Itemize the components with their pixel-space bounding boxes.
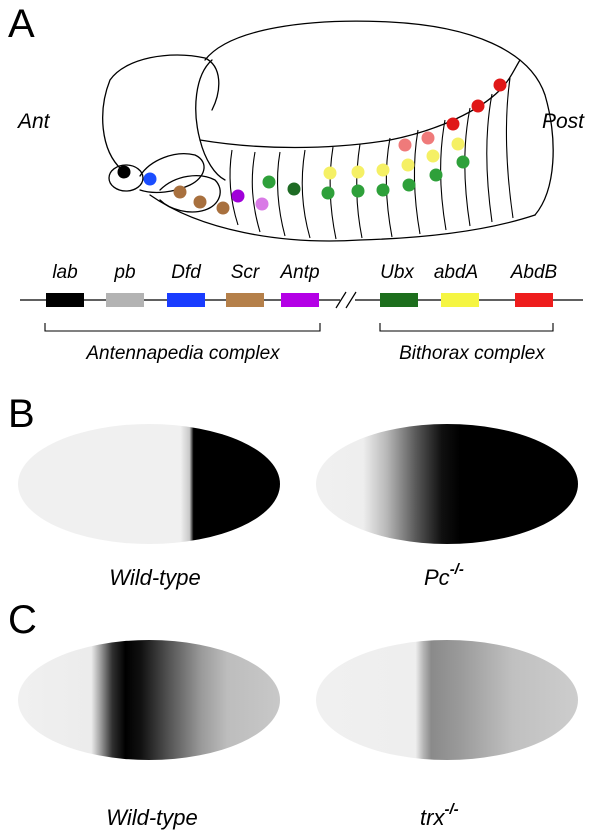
dot-antp — [231, 189, 245, 203]
dot-green — [262, 175, 276, 189]
dot-green — [321, 186, 335, 200]
panel-c-right-label-sup: -/- — [444, 801, 458, 818]
gene-box-scr — [226, 293, 264, 307]
panel-b-right-label: Pc-/- — [424, 561, 464, 590]
panel-c-right-label-base: trx — [420, 805, 445, 830]
posterior-label: Post — [542, 110, 585, 133]
gene-box-dfd — [167, 293, 205, 307]
gene-box-ubx — [380, 293, 418, 307]
gene-label-antp: Antp — [279, 262, 319, 283]
expression-dots — [117, 78, 507, 215]
dot-red — [493, 78, 507, 92]
gene-box-pb — [106, 293, 144, 307]
gene-box-abda — [441, 293, 479, 307]
dot-green — [376, 183, 390, 197]
bithorax-bracket — [379, 323, 554, 332]
dot-lab — [117, 165, 131, 179]
dot-green — [429, 168, 443, 182]
antennapedia-bracket — [44, 323, 321, 332]
embryo-c-trx-mutant — [316, 640, 578, 760]
gene-box-abdb — [515, 293, 553, 307]
dot-scr — [173, 185, 187, 199]
panel-c-left-label: Wild-type — [106, 805, 198, 830]
gene-label-abdb: AbdB — [510, 262, 558, 283]
embryo-b-wildtype — [18, 424, 280, 544]
dot-yellow — [401, 158, 415, 172]
panel-c-right-label: trx-/- — [420, 801, 459, 830]
dot-pink — [421, 131, 435, 145]
dot-red — [471, 99, 485, 113]
anterior-label: Ant — [16, 110, 51, 133]
dot-scr — [216, 201, 230, 215]
dot-yellow — [351, 165, 365, 179]
dot-yellow — [323, 166, 337, 180]
dot-ubx — [287, 182, 301, 196]
panel-b-right-label-base: Pc — [424, 565, 450, 590]
dot-pink — [398, 138, 412, 152]
dot-green — [402, 178, 416, 192]
gene-box-lab — [46, 293, 84, 307]
dot-dfd — [143, 172, 157, 186]
antennapedia-complex-label: Antennapedia complex — [85, 343, 281, 364]
dot-yellow — [451, 137, 465, 151]
dot-scr — [193, 195, 207, 209]
gene-label-scr: Scr — [231, 262, 260, 283]
gene-label-ubx: Ubx — [380, 262, 415, 283]
panel-b-left-label: Wild-type — [109, 565, 201, 590]
dot-green — [351, 184, 365, 198]
dot-yellow — [376, 163, 390, 177]
gene-label-dfd: Dfd — [171, 262, 202, 283]
gene-box-antp — [281, 293, 319, 307]
gene-map: lab pb Dfd Scr Antp Ubx abdA AbdB Antenn… — [20, 262, 583, 364]
gene-label-pb: pb — [113, 262, 135, 283]
dot-green — [456, 155, 470, 169]
dot-yellow — [426, 149, 440, 163]
bithorax-complex-label: Bithorax complex — [399, 343, 546, 364]
panel-b-right-label-sup: -/- — [450, 561, 464, 578]
embryo-b-pc-mutant — [316, 424, 578, 544]
panel-label-b: B — [8, 392, 35, 436]
embryo-drawing — [102, 20, 554, 242]
dot-red — [446, 117, 460, 131]
embryo-c-wildtype — [18, 640, 280, 760]
panel-label-a: A — [8, 2, 35, 46]
gene-label-abda: abdA — [434, 262, 478, 283]
dot-antp-light — [255, 197, 269, 211]
gene-label-lab: lab — [52, 262, 77, 283]
panel-label-c: C — [8, 598, 37, 642]
